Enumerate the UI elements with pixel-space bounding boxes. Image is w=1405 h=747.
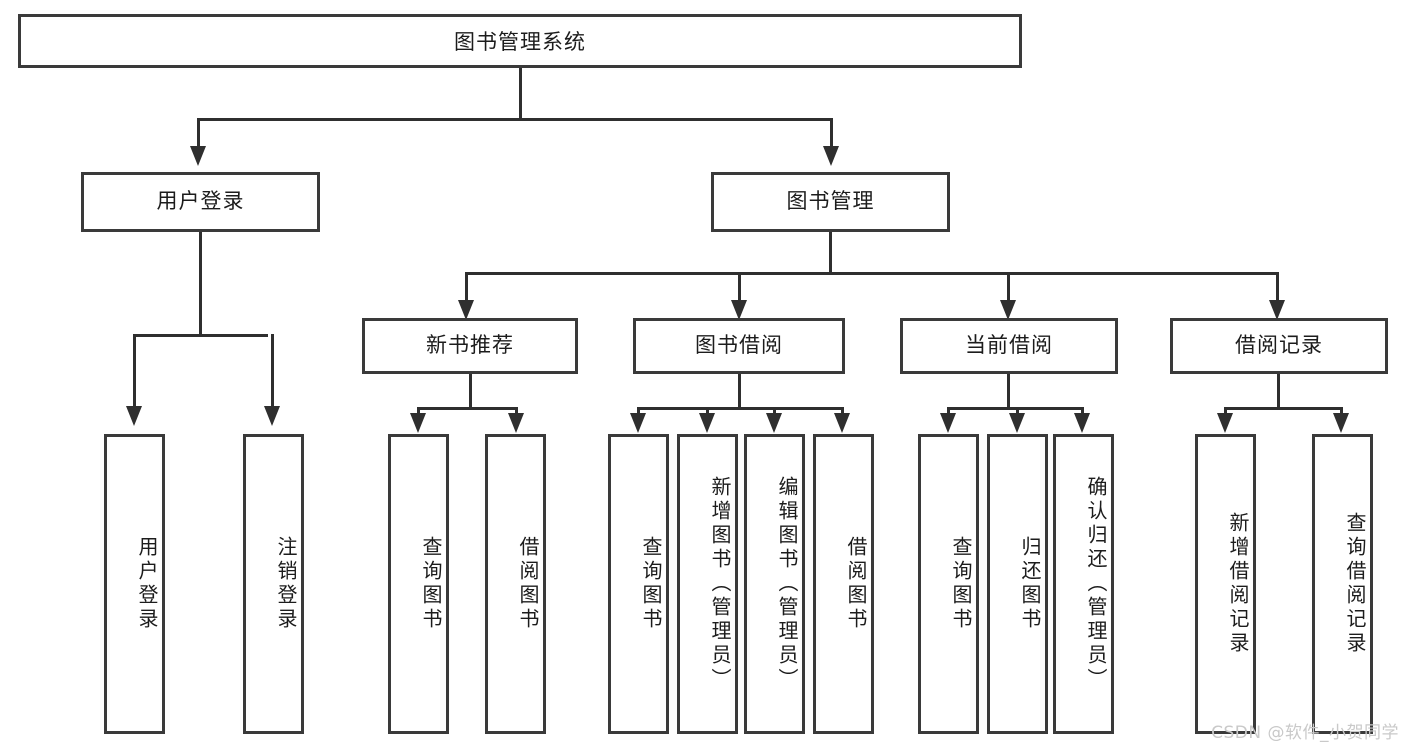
node-label: 用户登录 [135,536,159,632]
connector-book-manage-to-current-borrow [1007,272,1010,302]
connector-new-book-bus [417,407,518,410]
connector-borrow-record-bus [1224,407,1342,410]
leaf-borrow-borrow-book[interactable]: 借阅图书 [813,434,874,734]
leaf-record-query-borrow-record[interactable]: 查询借阅记录 [1312,434,1373,734]
connector-borrow-record-stem [1277,374,1280,410]
arrow-book-borrow-to-leaf2 [699,413,715,433]
node-new-book-recommendation[interactable]: 新书推荐 [362,318,578,374]
connector-book-manage-to-book-borrow [738,272,741,302]
node-label: 归还图书 [1018,536,1042,632]
connector-book-manage-stem [829,232,832,274]
arrow-book-manage-to-current-borrow [1000,300,1016,320]
node-book-management[interactable]: 图书管理 [711,172,950,232]
leaf-new-book-borrow[interactable]: 借阅图书 [485,434,546,734]
leaf-current-return-book[interactable]: 归还图书 [987,434,1048,734]
connector-book-borrow-bus [637,407,843,410]
arrow-new-book-to-leaf2 [508,413,524,433]
leaf-current-query-book[interactable]: 查询图书 [918,434,979,734]
connector-root-bus [197,118,833,121]
node-label: 借阅图书 [844,536,868,632]
connector-user-login-to-leaf2 [271,334,274,408]
arrow-user-login-to-leaf1 [126,406,142,426]
node-label: 查询图书 [639,536,663,632]
arrow-borrow-record-to-leaf1 [1217,413,1233,433]
arrow-book-borrow-to-leaf3 [766,413,782,433]
node-label: 图书借阅 [695,333,783,358]
connector-book-borrow-to-leaf4 [841,407,844,415]
arrow-book-manage-to-new-book [458,300,474,320]
node-label: 新增图书（管理员） [708,476,732,692]
connector-book-manage-to-new-book [465,272,468,302]
node-label: 新增借阅记录 [1226,512,1250,656]
connector-root-stem [519,68,522,120]
arrow-borrow-record-to-leaf2 [1333,413,1349,433]
connector-borrow-record-to-leaf2 [1340,407,1343,415]
leaf-logout[interactable]: 注销登录 [243,434,304,734]
connector-root-to-user-login [197,118,200,148]
connector-user-login-bus [133,334,268,337]
node-book-borrow[interactable]: 图书借阅 [633,318,845,374]
connector-book-borrow-to-leaf3 [773,407,776,415]
node-root-book-management-system[interactable]: 图书管理系统 [18,14,1022,68]
connector-current-borrow-bus [947,407,1083,410]
node-current-borrow[interactable]: 当前借阅 [900,318,1118,374]
arrow-book-manage-to-borrow-record [1269,300,1285,320]
connector-book-borrow-to-leaf2 [706,407,709,415]
arrow-book-borrow-to-leaf4 [834,413,850,433]
leaf-borrow-edit-book-admin[interactable]: 编辑图书（管理员） [744,434,805,734]
connector-root-to-book-manage [830,118,833,148]
connector-book-manage-bus [465,272,1279,275]
connector-book-borrow-to-leaf1 [637,407,640,415]
node-label: 编辑图书（管理员） [775,476,799,692]
connector-user-login-stem [199,232,202,337]
node-label: 查询图书 [419,536,443,632]
arrow-current-borrow-to-leaf3 [1074,413,1090,433]
connector-current-borrow-stem [1007,374,1010,410]
arrow-root-to-user-login [190,146,206,166]
arrow-root-to-book-manage [823,146,839,166]
node-label: 借阅记录 [1235,333,1323,358]
node-label: 查询借阅记录 [1343,512,1367,656]
node-label: 新书推荐 [426,333,514,358]
leaf-new-book-query[interactable]: 查询图书 [388,434,449,734]
leaf-current-confirm-return-admin[interactable]: 确认归还（管理员） [1053,434,1114,734]
node-label: 图书管理系统 [454,30,586,54]
node-label: 图书管理 [786,189,875,214]
connector-current-borrow-to-leaf2 [1016,407,1019,415]
arrow-book-manage-to-book-borrow [731,300,747,320]
connector-new-book-to-leaf2 [515,407,518,415]
connector-book-manage-to-borrow-record [1276,272,1279,302]
connector-new-book-stem [469,374,472,410]
node-label: 用户登录 [156,189,245,214]
arrow-new-book-to-leaf1 [410,413,426,433]
connector-new-book-to-leaf1 [417,407,420,415]
connector-current-borrow-to-leaf1 [947,407,950,415]
node-label: 确认归还（管理员） [1084,476,1108,692]
node-user-login[interactable]: 用户登录 [81,172,320,232]
node-label: 注销登录 [274,536,298,632]
connector-user-login-to-leaf1 [133,334,136,408]
node-label: 当前借阅 [965,333,1053,358]
arrow-book-borrow-to-leaf1 [630,413,646,433]
node-label: 借阅图书 [516,536,540,632]
arrow-user-login-to-leaf2 [264,406,280,426]
arrow-current-borrow-to-leaf2 [1009,413,1025,433]
leaf-record-add-borrow-record[interactable]: 新增借阅记录 [1195,434,1256,734]
connector-borrow-record-to-leaf1 [1224,407,1227,415]
leaf-borrow-add-book-admin[interactable]: 新增图书（管理员） [677,434,738,734]
connector-book-borrow-stem [738,374,741,410]
leaf-user-login[interactable]: 用户登录 [104,434,165,734]
node-borrow-record[interactable]: 借阅记录 [1170,318,1388,374]
connector-current-borrow-to-leaf3 [1081,407,1084,415]
leaf-borrow-query-book[interactable]: 查询图书 [608,434,669,734]
node-label: 查询图书 [949,536,973,632]
arrow-current-borrow-to-leaf1 [940,413,956,433]
